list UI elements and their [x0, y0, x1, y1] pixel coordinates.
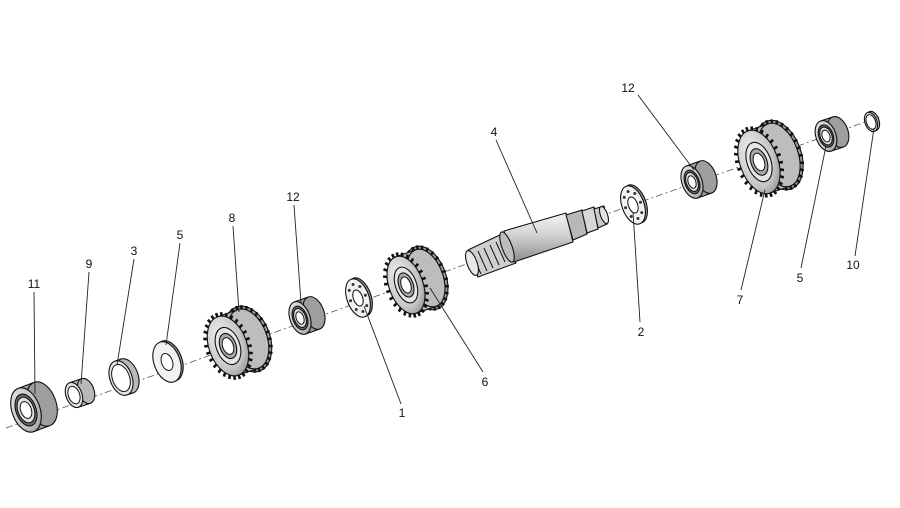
leader-9: [80, 271, 90, 385]
gear-part-7: [733, 119, 805, 198]
sleeve-part-9: [64, 377, 96, 409]
bearing-part-12-right: [680, 160, 718, 199]
callout-1: 1: [399, 406, 406, 420]
leader-3: [116, 258, 135, 366]
leader-5-left: [165, 242, 181, 346]
snap-ring-part-10: [863, 110, 881, 133]
gear-part-6: [382, 245, 450, 318]
leader-11: [33, 291, 36, 395]
leader-12-right: [637, 94, 695, 171]
callout-7: 7: [737, 293, 744, 307]
bearing-part-12-left: [288, 296, 326, 335]
leader-7: [740, 189, 766, 291]
callout-5-left: 5: [177, 228, 184, 242]
leader-1: [363, 305, 402, 405]
leader-6: [429, 287, 484, 373]
leader-4: [495, 139, 538, 234]
thrust-washer-part-2: [620, 184, 648, 225]
callout-10: 10: [846, 258, 860, 272]
callout-12-right: 12: [621, 81, 635, 95]
leader-5-right: [800, 145, 827, 269]
bearing-part-5-right: [814, 116, 850, 152]
callout-3: 3: [131, 244, 138, 258]
callout-8: 8: [229, 211, 236, 225]
callout-5-right: 5: [797, 271, 804, 285]
callout-11: 11: [28, 277, 41, 291]
ring-part-3: [108, 358, 140, 396]
bearing-part-11: [10, 381, 58, 433]
callout-6: 6: [482, 375, 489, 389]
gear-part-8: [203, 305, 273, 380]
shaft-part-4: [464, 205, 610, 278]
callout-2: 2: [638, 325, 645, 339]
leader-8: [232, 225, 240, 313]
leader-lines: [33, 94, 875, 405]
thrust-washer-part-1: [345, 277, 373, 318]
leader-10: [854, 127, 875, 257]
leader-2: [632, 211, 641, 323]
callout-4: 4: [491, 125, 498, 139]
callout-labels: 11 9 3 5 8 12 1 6 4 2 12 7 5 10: [28, 81, 860, 420]
washer-part-5-left: [152, 340, 184, 383]
callout-12-left: 12: [286, 190, 300, 204]
leader-12-left: [293, 204, 302, 304]
center-axis: [5, 115, 883, 429]
callout-9: 9: [86, 257, 93, 271]
